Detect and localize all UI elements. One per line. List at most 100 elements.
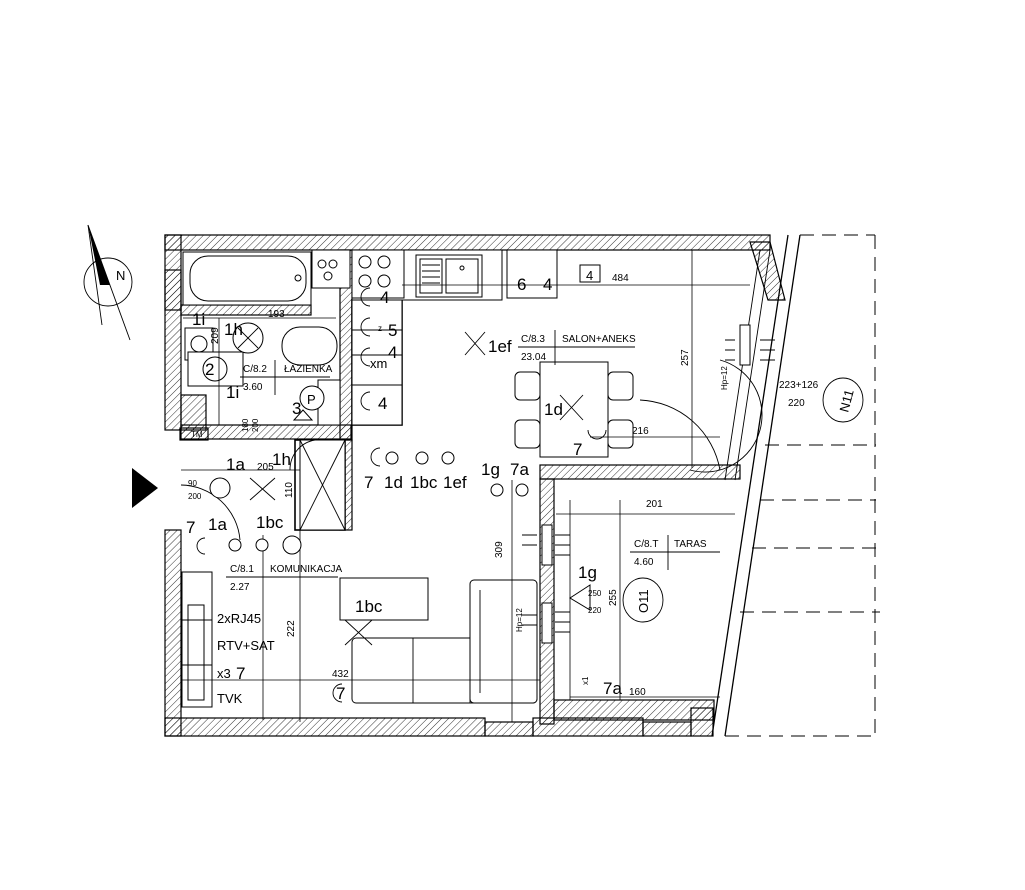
bathroom-shafts: [311, 249, 351, 426]
svg-text:7a: 7a: [603, 679, 622, 698]
svg-text:KOMUNIKACJA: KOMUNIKACJA: [270, 564, 343, 575]
svg-text:7a: 7a: [510, 460, 529, 479]
svg-text:C/8.1: C/8.1: [230, 564, 254, 575]
svg-text:1i: 1i: [192, 310, 205, 329]
room-label-salon: C/8.3 SALON+ANEKS 23.04: [518, 330, 636, 365]
svg-text:4: 4: [380, 288, 389, 307]
facade-lines: [711, 234, 880, 737]
svg-text:1a: 1a: [208, 515, 227, 534]
callout-o11: O11: [636, 589, 651, 613]
svg-text:1i: 1i: [226, 383, 239, 402]
svg-text:180: 180: [241, 418, 250, 432]
callout-n11-circle: [822, 377, 864, 423]
svg-text:432: 432: [332, 669, 349, 680]
callout-n11: N11: [836, 388, 856, 414]
dining-table: [514, 361, 634, 458]
svg-text:xm: xm: [370, 356, 387, 371]
washing-machine: [187, 351, 244, 387]
svg-text:1ef: 1ef: [488, 337, 512, 356]
wardrobe: [299, 439, 346, 531]
svg-text:P: P: [307, 392, 316, 407]
dimension-lines: [181, 250, 750, 722]
svg-text:x3: x3: [217, 666, 231, 681]
svg-text:1bc: 1bc: [410, 473, 438, 492]
toilet: [281, 326, 338, 366]
svg-text:TM: TM: [191, 430, 203, 439]
svg-text:205: 205: [257, 462, 274, 473]
svg-text:220: 220: [588, 606, 602, 615]
compass: [83, 224, 133, 341]
svg-text:200: 200: [251, 418, 260, 432]
svg-text:193: 193: [268, 309, 285, 320]
svg-text:222: 222: [286, 620, 297, 637]
svg-text:ŁAZIENKA: ŁAZIENKA: [284, 364, 333, 375]
svg-text:1g: 1g: [578, 563, 597, 582]
svg-text:23.04: 23.04: [521, 352, 546, 363]
svg-text:RTV+SAT: RTV+SAT: [217, 638, 275, 653]
svg-text:255: 255: [608, 589, 619, 606]
svg-text:4: 4: [378, 394, 387, 413]
svg-text:1a: 1a: [226, 455, 245, 474]
svg-text:C/8.3: C/8.3: [521, 334, 545, 345]
svg-text:5: 5: [388, 321, 397, 340]
svg-text:4: 4: [586, 268, 593, 283]
svg-text:1h: 1h: [272, 450, 291, 469]
svg-text:1d: 1d: [544, 400, 563, 419]
svg-text:2xRJ45: 2xRJ45: [217, 611, 261, 626]
svg-text:4: 4: [543, 275, 552, 294]
svg-text:6: 6: [517, 275, 526, 294]
svg-text:x1: x1: [581, 676, 590, 685]
svg-text:1d: 1d: [384, 473, 403, 492]
svg-text:7: 7: [573, 440, 582, 459]
svg-text:TARAS: TARAS: [674, 539, 707, 550]
svg-text:C/8.2: C/8.2: [243, 364, 267, 375]
radiators: [522, 324, 775, 644]
svg-text:1ef: 1ef: [443, 473, 467, 492]
svg-text:7: 7: [186, 518, 195, 537]
doors: [180, 359, 763, 541]
svg-text:220: 220: [788, 398, 805, 409]
electrical-symbols: [196, 264, 607, 703]
svg-text:209: 209: [210, 327, 221, 344]
svg-text:223+126: 223+126: [779, 380, 819, 391]
svg-text:7: 7: [336, 684, 345, 703]
svg-text:201: 201: [646, 499, 663, 510]
svg-text:1bc: 1bc: [256, 513, 284, 532]
sofa: [339, 577, 538, 704]
svg-text:309: 309: [494, 541, 505, 558]
svg-text:3.60: 3.60: [243, 382, 263, 393]
svg-text:2: 2: [205, 360, 214, 379]
svg-text:1h: 1h: [224, 320, 243, 339]
room-label-komunikacja: C/8.1 KOMUNIKACJA 2.27: [226, 564, 343, 593]
compass-label: N: [116, 268, 125, 283]
svg-text:1g: 1g: [481, 460, 500, 479]
svg-text:2.27: 2.27: [230, 582, 250, 593]
tv-unit: [181, 571, 213, 708]
svg-text:Hp=12: Hp=12: [720, 366, 729, 390]
svg-text:484: 484: [612, 273, 629, 284]
svg-text:z: z: [378, 324, 382, 333]
svg-text:7: 7: [364, 473, 373, 492]
svg-text:160: 160: [629, 687, 646, 698]
bathtub: [182, 251, 312, 306]
svg-text:200: 200: [188, 492, 202, 501]
svg-text:3: 3: [292, 399, 301, 418]
svg-text:Hp=12: Hp=12: [515, 608, 524, 632]
marker-labels: 1i 1h 2 1i 3 P 4 5 4 4 xm z 6 4 4 1ef 1d…: [186, 268, 622, 703]
entrance-arrow: [132, 468, 158, 508]
svg-text:C/8.T: C/8.T: [634, 539, 658, 550]
svg-text:1bc: 1bc: [355, 597, 383, 616]
svg-text:216: 216: [632, 426, 649, 437]
kitchen-column: [351, 299, 403, 426]
svg-text:250: 250: [588, 589, 602, 598]
media-labels: 2xRJ45 RTV+SAT x3 TVK: [217, 611, 275, 706]
svg-text:257: 257: [680, 349, 691, 366]
svg-text:4: 4: [388, 343, 397, 362]
kitchen-counter: [351, 249, 558, 301]
svg-text:7: 7: [236, 664, 245, 683]
dimension-texts: 193 209 484 257 216 201 205 110 309 255 …: [188, 273, 819, 698]
svg-text:4.60: 4.60: [634, 557, 654, 568]
svg-text:90: 90: [188, 479, 197, 488]
room-label-taras: C/8.T TARAS 4.60: [630, 535, 720, 570]
